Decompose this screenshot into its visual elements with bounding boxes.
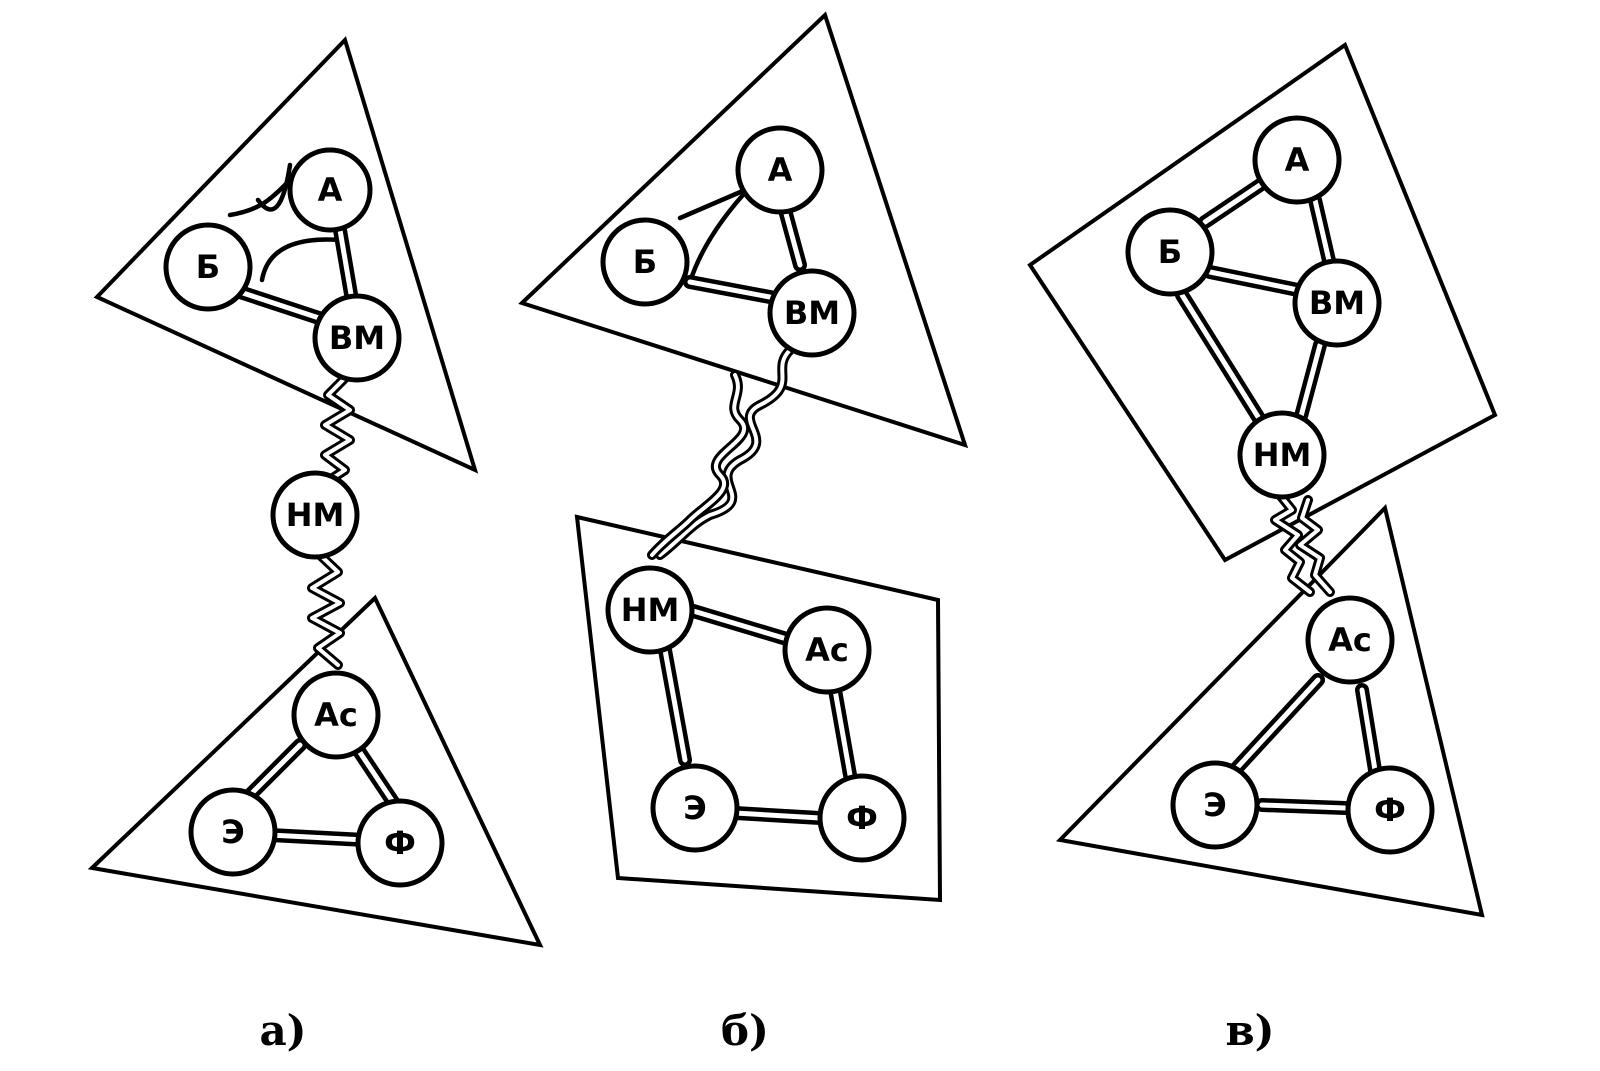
panel-b-link-nm-e [658,643,692,767]
panel-b-label: б) [721,1006,769,1055]
panel-v-node-a: А [1252,115,1342,205]
panel-a-label: а) [259,1006,306,1055]
svg-text:Б: Б [1158,233,1182,271]
panel-b-node-a: А [735,125,825,215]
svg-text:Ас: Ас [314,696,358,734]
panel-b-link-b-vm [683,275,782,305]
panel-v: А Б ВМ НМ Ас Э Ф в) [1027,41,1498,1055]
panel-v-link-vm-nm [1293,338,1327,427]
panel-a-node-vm: ВМ [312,293,402,383]
panel-a-node-e: Э [188,787,278,877]
panel-v-link-e-f [1255,798,1352,815]
panel-b-wavy-vm-nm [647,345,795,560]
svg-text:Э: Э [221,813,244,851]
panel-b: А Б ВМ НМ Ас Э Ф б) [518,11,969,1055]
panel-v-label: в) [1225,1006,1274,1055]
panel-a-upper-triangle [93,36,479,474]
svg-text:ВМ: ВМ [1309,284,1365,322]
svg-text:А: А [1285,141,1310,179]
panel-b-link-as-f [828,683,857,782]
panel-v-link-b-nm [1175,288,1267,427]
panel-b-lower-quadrilateral [574,514,943,903]
panel-v-node-b: Б [1125,207,1215,297]
panel-b-link-a-vm [778,203,807,272]
panel-a-link-b-vm [233,285,332,327]
panel-a-wavy-nm-as [307,550,345,670]
svg-text:Э: Э [1203,786,1226,824]
panel-v-upper-quadrilateral [1027,41,1498,563]
panel-v-node-vm: ВМ [1292,258,1382,348]
panel-b-node-e: Э [650,763,740,853]
panel-a-node-b: Б [163,222,253,312]
panel-v-wavy-nm-as [1270,490,1335,597]
panel-b-node-vm: ВМ [767,268,857,358]
panel-v-link-b-vm [1203,265,1305,297]
svg-text:Ас: Ас [805,631,849,669]
panel-a-link-as-e [238,738,307,807]
panel-a-link-e-f [263,828,372,847]
panel-v-link-as-f [1355,683,1382,777]
svg-text:ВМ: ВМ [784,294,840,332]
panel-b-node-as: Ас [782,605,872,695]
panel-b-link-e-f [728,806,827,825]
panel-b-upper-triangle [518,11,969,449]
panel-v-lower-triangle [1055,504,1485,918]
panel-a-node-nm: НМ [270,470,360,560]
svg-text:Б: Б [196,248,220,286]
svg-text:Ф: Ф [1374,791,1406,829]
panel-b-node-nm: НМ [605,565,695,655]
svg-text:Ф: Ф [846,799,878,837]
panel-a-node-as: Ас [291,670,381,760]
panel-v-link-as-e [1228,673,1325,777]
panel-v-node-nm: НМ [1237,410,1327,500]
svg-text:А: А [768,151,793,189]
panel-a-node-f: Ф [355,798,445,888]
panel-b-node-b: Б [600,217,690,307]
svg-text:Ас: Ас [1328,621,1372,659]
svg-text:Б: Б [633,243,657,281]
panel-a-node-a: А [287,147,373,233]
panel-v-node-f: Ф [1345,765,1435,855]
svg-text:А: А [318,171,343,209]
panel-a-link-as-f [348,738,402,812]
svg-text:НМ: НМ [621,591,680,629]
panel-a-wavy-vm-nm [317,373,355,490]
panel-v-link-a-b [1198,178,1267,229]
panel-v-link-a-vm [1308,193,1337,272]
panel-v-node-e: Э [1170,760,1260,850]
svg-text:НМ: НМ [286,496,345,534]
svg-text:Э: Э [683,789,706,827]
svg-text:ВМ: ВМ [329,319,385,357]
panel-a-link-a-vm [333,223,359,307]
svg-text:НМ: НМ [1253,436,1312,474]
panel-a: А Б ВМ НМ Ас Э Ф а) [87,36,544,1055]
svg-text:Ф: Ф [384,824,416,862]
panel-b-link-nm-as [683,603,797,647]
panel-b-node-f: Ф [817,773,907,863]
panel-v-node-as: Ас [1305,595,1395,685]
panel-a-lower-triangle [87,594,544,948]
